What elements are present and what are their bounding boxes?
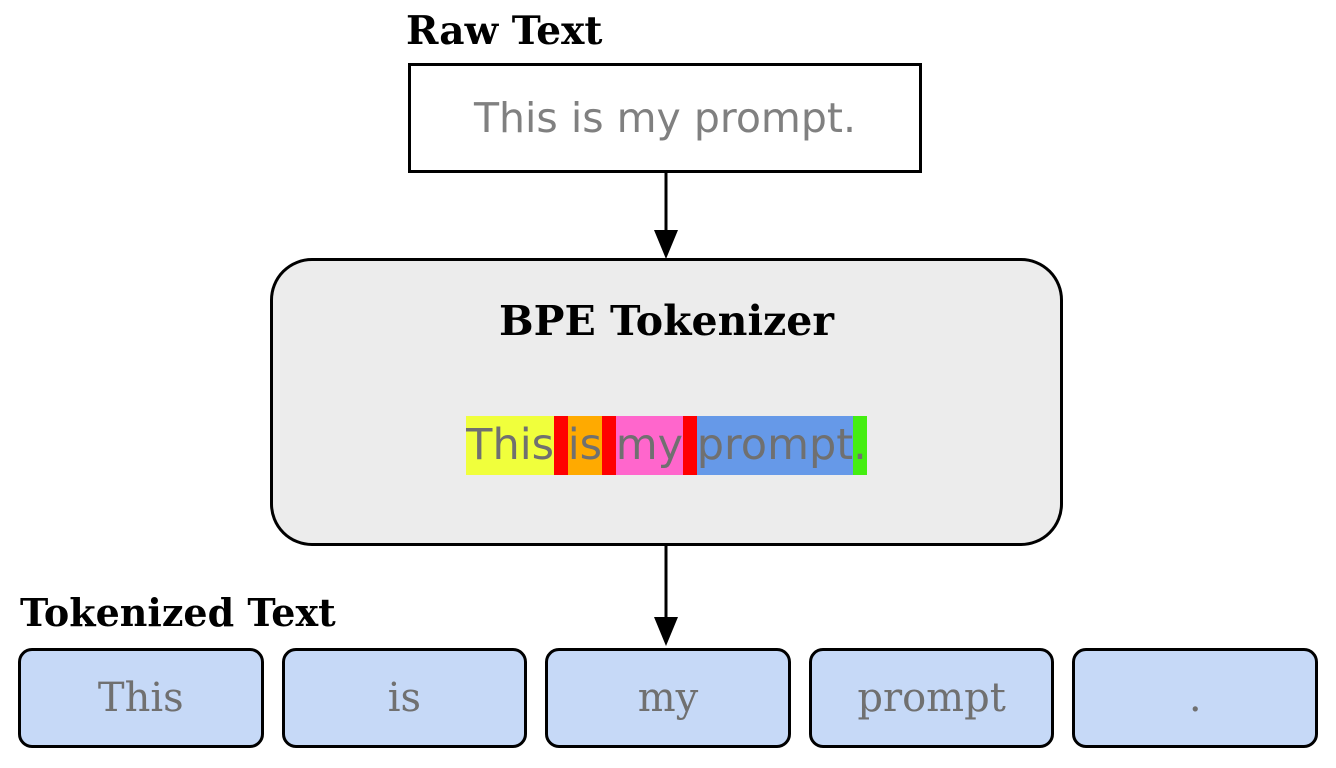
bpe-tokenizer-title: BPE Tokenizer bbox=[498, 297, 834, 345]
token-prompt[interactable]: prompt bbox=[808, 648, 1055, 748]
raw-text-heading: Raw Text bbox=[406, 8, 603, 54]
token-is-label: is bbox=[387, 675, 422, 721]
tokenized-text-heading: Tokenized Text bbox=[20, 590, 336, 635]
raw-text-value: This is my prompt. bbox=[474, 94, 856, 142]
token-highlight-period: . bbox=[853, 416, 867, 475]
token-highlight-my: my bbox=[615, 416, 684, 475]
token-highlight-space-3 bbox=[683, 416, 697, 475]
token-row: This is my prompt . bbox=[18, 648, 1318, 748]
token-my-label: my bbox=[637, 675, 699, 721]
token-this-label: This bbox=[97, 675, 184, 721]
token-this[interactable]: This bbox=[18, 648, 264, 748]
highlighted-token-strip: This is my prompt . bbox=[273, 416, 1060, 475]
raw-text-input-box[interactable]: This is my prompt. bbox=[408, 63, 922, 173]
token-prompt-label: prompt bbox=[857, 675, 1006, 721]
token-period[interactable]: . bbox=[1072, 648, 1318, 748]
token-highlight-is: is bbox=[567, 416, 603, 475]
token-my[interactable]: my bbox=[545, 648, 791, 748]
token-highlight-this: This bbox=[466, 416, 555, 475]
token-highlight-space-2 bbox=[602, 416, 616, 475]
bpe-tokenizer-box: BPE Tokenizer This is my prompt . bbox=[270, 258, 1063, 546]
token-highlight-space-1 bbox=[554, 416, 568, 475]
arrow-tokenizer-to-tokens-icon bbox=[654, 543, 678, 646]
token-highlight-prompt: prompt bbox=[696, 416, 854, 475]
arrow-raw-to-tokenizer-icon bbox=[654, 171, 678, 259]
token-is[interactable]: is bbox=[281, 648, 528, 748]
token-period-label: . bbox=[1188, 675, 1202, 721]
